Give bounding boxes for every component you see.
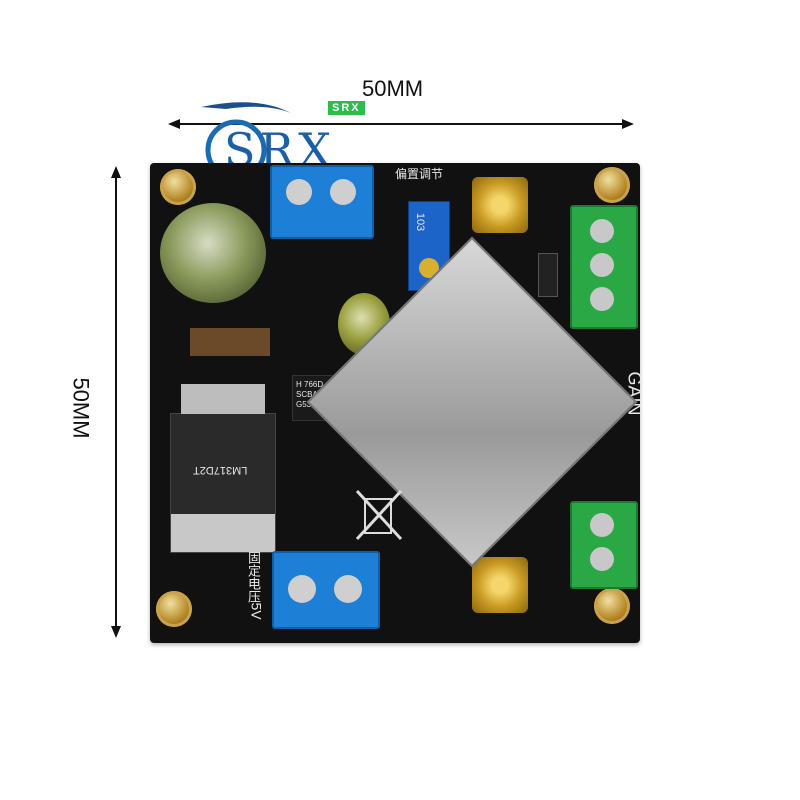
sma-connector-top: [472, 177, 528, 233]
electrolytic-capacitor-large: [160, 203, 266, 303]
mount-screw-top-right: [594, 167, 630, 203]
mount-screw-bottom-left: [156, 591, 192, 627]
voltage-regulator: LM317D2T: [170, 384, 276, 553]
terminal-block-top: [270, 165, 374, 239]
5v-label: 5V: [248, 602, 265, 620]
sma-connector-bottom: [472, 557, 528, 613]
height-dimension-label: 50MM: [68, 377, 94, 439]
mount-screw-bottom-right: [594, 588, 630, 624]
terminal-block-right-bottom: [570, 501, 638, 589]
pcb-board: 偏置调节 103 GAIN H 766D SCBA G539 LM317D2T: [150, 163, 645, 643]
smd-capacitor-row: [190, 328, 270, 356]
logo-badge: SRX: [328, 101, 365, 115]
terminal-block-bottom: [272, 551, 380, 629]
fixed-voltage-label: 固定电压: [246, 551, 261, 603]
chip-mark-2: SCBA: [296, 390, 318, 399]
width-dimension-label: 50MM: [362, 76, 424, 101]
mount-screw-top-left: [160, 169, 196, 205]
jumper-header: [538, 253, 558, 297]
chip-mark-1: H 766D: [296, 380, 324, 389]
terminal-block-right-top: [570, 205, 638, 329]
bias-adjust-label: 偏置调节: [395, 167, 444, 181]
chip-mark-3: G539: [296, 400, 316, 409]
pot-marking: 103: [414, 212, 427, 232]
regulator-marking: LM317D2T: [193, 464, 248, 476]
weee-bin-icon: [355, 487, 405, 543]
